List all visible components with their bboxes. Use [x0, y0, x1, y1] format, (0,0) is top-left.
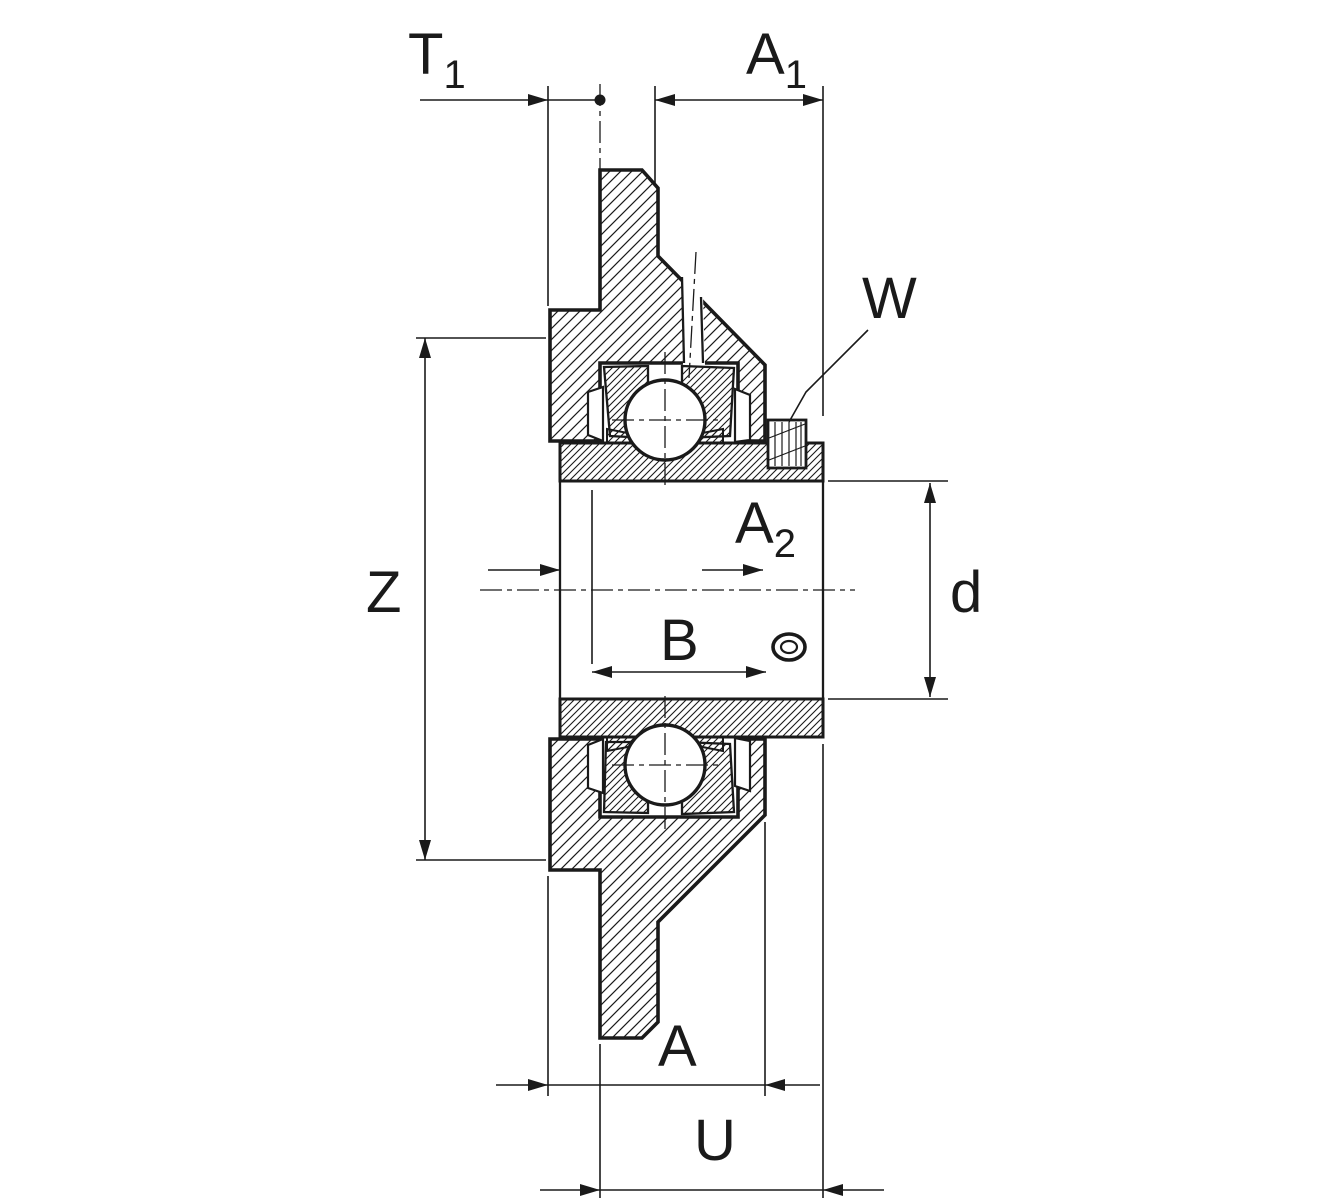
dimension-b: B	[591, 490, 766, 678]
label-a1: A1	[746, 22, 807, 97]
seal-top-right	[733, 387, 752, 444]
set-screw-far-hole	[771, 632, 807, 662]
u-arrow-left	[580, 1184, 600, 1196]
grease-channel-centerline	[688, 251, 697, 379]
z-arrow-top	[419, 338, 431, 358]
dimension-d: d	[828, 480, 982, 700]
b-arrow-left	[592, 666, 612, 678]
a1-arrow-right	[803, 94, 823, 106]
set-screw	[766, 418, 808, 470]
label-a2: A2	[735, 491, 796, 566]
a2-arrow-right	[743, 564, 763, 576]
seal-top-left	[586, 385, 605, 443]
dimension-a1: A1	[654, 22, 824, 416]
dimension-z: Z	[366, 337, 546, 861]
grease-channel	[680, 251, 705, 379]
u-arrow-right	[823, 1184, 843, 1196]
w-leader-line	[788, 329, 869, 423]
a-arrow-right	[765, 1079, 785, 1091]
label-d: d	[950, 560, 982, 625]
z-arrow-bottom	[419, 840, 431, 860]
dimension-a: A	[496, 822, 820, 1096]
seal-bottom-right	[733, 736, 752, 793]
dimension-a2: A2	[488, 491, 796, 576]
shaft-sleeve-bottom	[558, 697, 825, 739]
housing-top-section	[548, 168, 767, 443]
b-arrow-right	[746, 666, 766, 678]
t1-arrow	[528, 94, 548, 106]
a1-arrow-left	[655, 94, 675, 106]
t1-dimension-dot	[594, 94, 606, 106]
dimension-t1: T1	[408, 22, 606, 306]
housing-bottom-outline	[548, 737, 767, 1040]
seal-bottom-left	[586, 737, 605, 795]
label-b: B	[660, 608, 699, 673]
label-u: U	[694, 1108, 736, 1173]
housing-bottom-section	[548, 737, 767, 1040]
label-w: W	[862, 266, 917, 331]
d-arrow-top	[924, 483, 936, 503]
a-arrow-left	[528, 1079, 548, 1091]
label-z: Z	[366, 560, 401, 625]
d-arrow-bottom	[924, 677, 936, 697]
dimension-u: U	[540, 744, 884, 1198]
a2-arrow-left	[540, 564, 560, 576]
dimension-w: W	[788, 266, 917, 423]
label-t1: T1	[408, 22, 466, 97]
label-a: A	[658, 1014, 697, 1079]
